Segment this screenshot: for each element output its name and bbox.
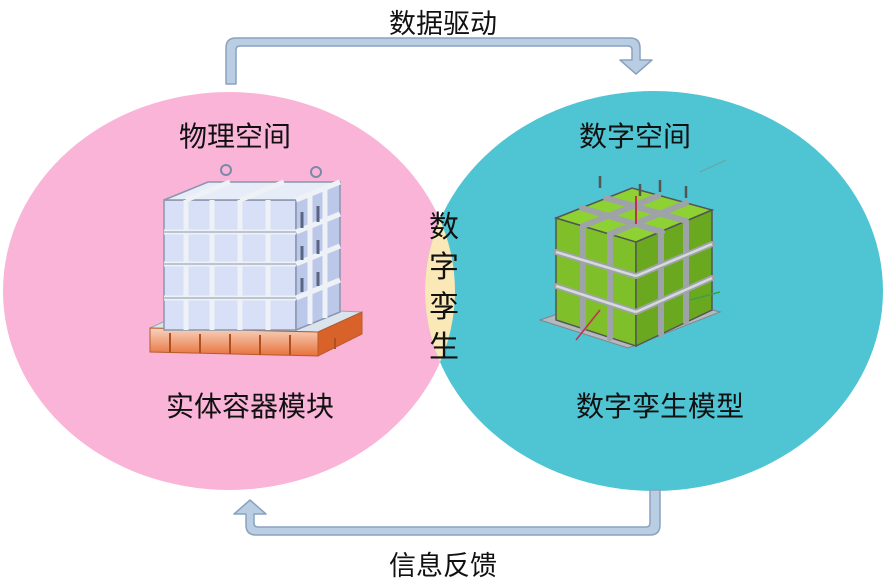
top-arrow-label: 数据驱动 [389,9,497,40]
physical-space-title: 物理空间 [178,120,291,153]
physical-module-caption: 实体容器模块 [165,390,334,423]
digital-model-caption: 数字孪生模型 [575,390,744,423]
overlap-char: 孪 [429,290,459,325]
digital-space-title: 数字空间 [578,120,691,153]
info-feedback-arrow [233,489,661,536]
digital-twin-model-image [538,159,727,349]
physical-container-image [149,164,363,357]
bottom-arrow-label: 信息反馈 [389,551,497,582]
overlap-char: 数 [429,210,459,245]
overlap-label: 数 字 孪 生 [418,208,470,368]
overlap-char: 生 [429,330,459,365]
overlap-char: 字 [429,250,459,285]
data-driven-arrow [225,37,653,85]
